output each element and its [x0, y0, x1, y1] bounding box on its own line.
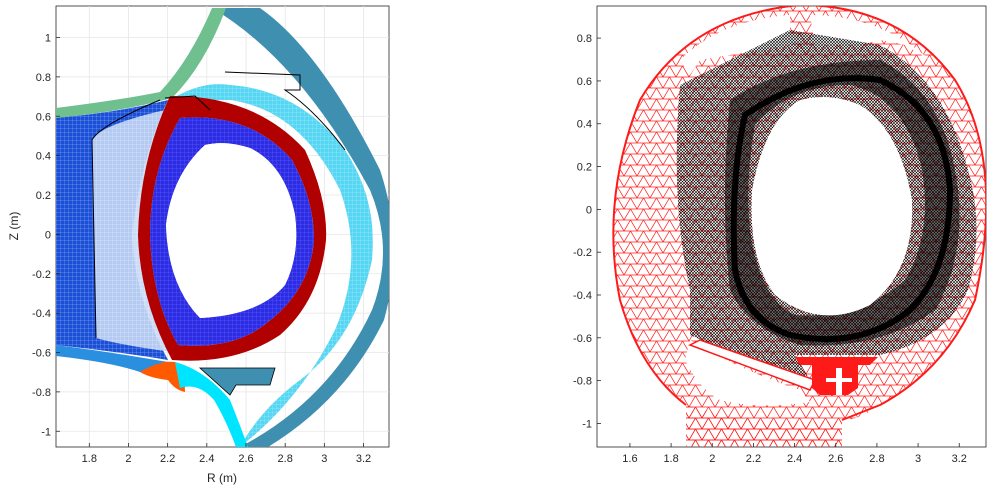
left-ticks: 1.8 2 2.2 2.4 2.6 2.8 3 3.2 1 0.8 0.6 0.4 0.2 0 -0.2 -0…: [32, 33, 371, 466]
wall-outline-right: [612, 6, 986, 421]
upper-gap: [680, 15, 800, 75]
right-xtick-label: 2.4: [787, 453, 802, 465]
right-xtick-label: 1.8: [663, 453, 678, 465]
right-xtick-label: 2.8: [869, 453, 884, 465]
left-mesh: [56, 8, 389, 447]
lower-gap: [685, 340, 810, 406]
left-xtick-label: 2.8: [278, 453, 293, 465]
right-xtick-label: 2.6: [828, 453, 843, 465]
left-ylabel: Z (m): [7, 212, 21, 241]
left-ytick-label: -1: [41, 426, 51, 438]
inner-wall-mesh: [92, 110, 172, 352]
wall-outline: [91, 71, 346, 339]
right-xtick-label: 2: [709, 453, 715, 465]
left-ytick-label: 0.2: [36, 190, 51, 202]
right-ytick-label: -0.4: [573, 290, 592, 302]
right-ytick-label: -0.6: [573, 333, 592, 345]
right-ytick-label: -0.2: [573, 247, 592, 259]
right-xtick-label: 1.6: [622, 453, 637, 465]
plasma-hole: [751, 96, 913, 316]
right-ytick-label: 0.4: [577, 119, 592, 131]
left-xtick-label: 1.8: [82, 453, 97, 465]
right-ytick-label: 0.6: [577, 76, 592, 88]
right-ticks: 1.6 1.8 2 2.2 2.4 2.6 2.8 3 3.2 0.8 0.6 0.4 0.2 0 -0.2…: [573, 33, 967, 465]
upper-divertor-leg: [56, 8, 226, 118]
lower-leg-private: [140, 361, 185, 392]
lower-leg-outer: [175, 362, 248, 447]
left-xtick-label: 2.4: [199, 453, 214, 465]
left-xtick-label: 2.2: [160, 453, 175, 465]
left-ytick-label: 1: [45, 33, 51, 45]
left-ytick-label: 0.4: [36, 151, 51, 163]
left-ytick-label: 0.6: [36, 111, 51, 123]
left-xtick-label: 2.6: [238, 453, 253, 465]
right-xtick-label: 2.2: [746, 453, 761, 465]
dome-plate: [826, 368, 852, 395]
left-ytick-label: -0.8: [32, 387, 51, 399]
right-mesh-panel: 1.6 1.8 2 2.2 2.4 2.6 2.8 3 3.2 0.8 0.6 0.4 0.2 0 -0.2…: [573, 5, 987, 465]
left-xlabel: R (m): [207, 471, 237, 485]
right-xtick-label: 3: [915, 453, 921, 465]
right-mesh: [612, 6, 986, 447]
separatrix-ring: [730, 75, 954, 343]
right-ytick-label: 0.2: [577, 162, 592, 174]
left-xtick-label: 2: [125, 453, 131, 465]
right-ytick-label: 0: [586, 204, 592, 216]
right-ytick-label: -0.8: [573, 376, 592, 388]
left-ytick-label: -0.2: [32, 269, 51, 281]
left-xtick-label: 3: [321, 453, 327, 465]
right-ytick-label: 0.8: [577, 33, 592, 45]
outer-far-sol-band: [212, 8, 389, 447]
left-mesh-panel: 1.8 2 2.2 2.4 2.6 2.8 3 3.2 1 0.8 0.6 0.4 0.2 0 -0.2 -0…: [7, 5, 390, 485]
core-hole: [166, 143, 297, 318]
left-ytick-label: -0.6: [32, 348, 51, 360]
right-xtick-label: 3.2: [952, 453, 967, 465]
right-ytick-label: -1: [582, 418, 592, 430]
left-ytick-label: 0.8: [36, 72, 51, 84]
outer-baffle: [198, 367, 276, 396]
left-ytick-label: -0.4: [32, 308, 51, 320]
upper-right-gap: [810, 15, 930, 60]
left-ytick-label: 0: [45, 229, 51, 241]
outer-sol-mesh: [165, 84, 373, 447]
port-block: [686, 405, 842, 447]
left-xtick-label: 3.2: [356, 453, 371, 465]
